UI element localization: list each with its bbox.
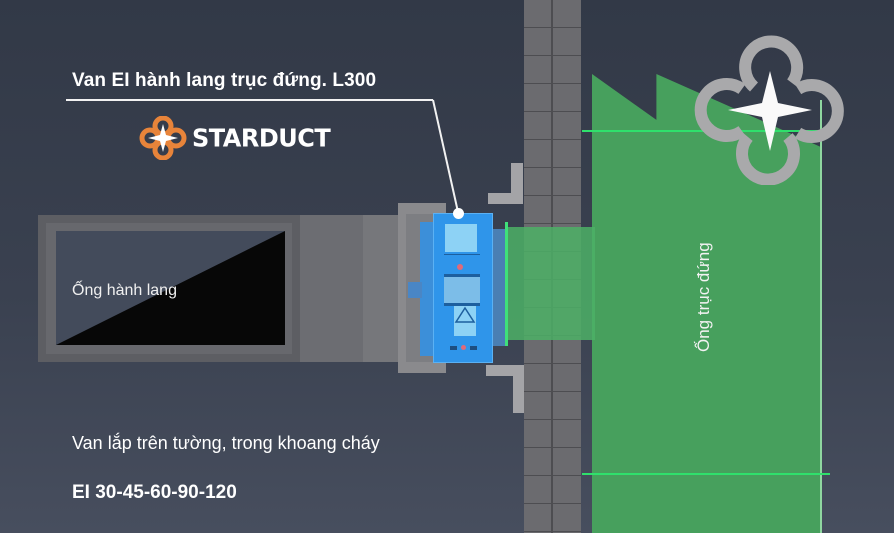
fire-rating: EI 30-45-60-90-120 xyxy=(72,482,237,503)
brand-logo: STARDUCT xyxy=(138,116,331,160)
dimension-line-top xyxy=(582,130,822,132)
valve-riser-connector xyxy=(505,227,595,340)
valve-flange-right xyxy=(493,229,505,346)
valve-spec-label xyxy=(444,274,480,306)
valve-icon-panel xyxy=(445,224,477,252)
duct-section-hatch xyxy=(56,231,285,345)
air-direction-arrow xyxy=(444,254,480,255)
corridor-duct-label: Ống hành lang xyxy=(72,282,177,299)
starduct-watermark-icon xyxy=(694,35,844,185)
dimension-line-bottom xyxy=(582,473,830,475)
warning-triangle-icon xyxy=(454,306,476,323)
brand-name: STARDUCT xyxy=(192,123,331,153)
valve-handle xyxy=(408,282,422,298)
diagram-title: Van EI hành lang trục đứng. L300 xyxy=(72,70,377,91)
riser-duct-label: Ống trục đứng xyxy=(694,242,713,352)
leader-line-horizontal xyxy=(66,99,433,101)
installation-note: Van lắp trên tường, trong khoang cháy xyxy=(72,433,380,453)
wall-bracket-top-horizontal xyxy=(488,193,523,204)
riser-duct-edge xyxy=(820,100,822,533)
valve-screw-right xyxy=(470,346,477,350)
duct-transition-2 xyxy=(363,215,398,362)
corridor-duct-section xyxy=(56,231,285,345)
wall-bracket-bottom-horizontal xyxy=(486,365,524,376)
wall-bracket-bottom-vertical xyxy=(513,365,524,413)
riser-duct xyxy=(592,74,822,533)
indicator-light-bottom xyxy=(461,345,466,350)
fire-damper-valve xyxy=(433,213,493,363)
warning-label xyxy=(454,306,476,336)
leader-endpoint xyxy=(453,208,464,219)
valve-screw-left xyxy=(450,346,457,350)
starduct-logo-icon xyxy=(139,116,187,160)
duct-transition xyxy=(300,215,363,362)
indicator-light xyxy=(457,264,463,270)
connector-flange xyxy=(505,222,508,346)
